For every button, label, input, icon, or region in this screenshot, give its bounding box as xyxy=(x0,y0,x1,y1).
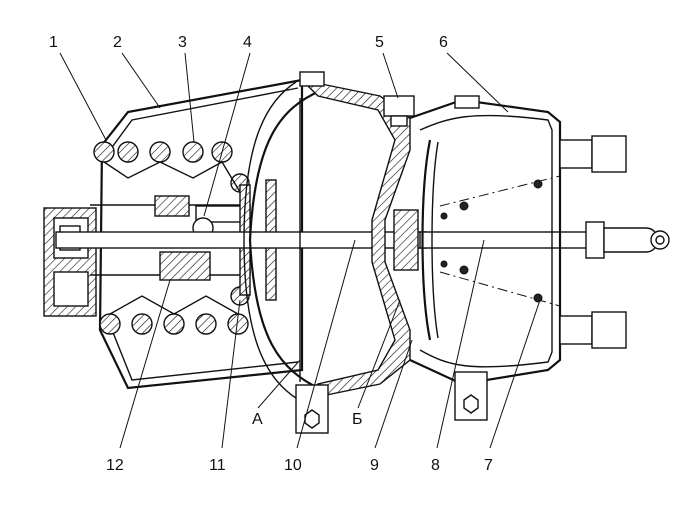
callout-labels: 1 2 3 4 5 6 12 11 10 9 8 7 А Б xyxy=(49,34,493,474)
callout-12: 12 xyxy=(106,457,124,474)
callout-11: 11 xyxy=(209,457,226,474)
power-spring-coils xyxy=(93,141,250,335)
clamp-lugs xyxy=(295,71,488,434)
return-spring xyxy=(439,175,561,307)
callout-4: 4 xyxy=(243,34,252,51)
callout-10: 10 xyxy=(284,457,302,474)
end-cap xyxy=(43,207,97,317)
chamber-label-b: Б xyxy=(352,411,363,428)
callout-8: 8 xyxy=(431,457,440,474)
callout-2: 2 xyxy=(113,34,122,51)
leader-lines xyxy=(59,52,541,449)
callout-5: 5 xyxy=(375,34,384,51)
center-housing xyxy=(299,78,419,402)
callout-1: 1 xyxy=(49,34,58,51)
callout-9: 9 xyxy=(370,457,379,474)
spring-housing xyxy=(98,78,304,390)
callout-3: 3 xyxy=(178,34,187,51)
callout-7: 7 xyxy=(484,457,493,474)
callout-6: 6 xyxy=(439,34,448,51)
spring-diaphragm xyxy=(243,72,324,408)
mounting-studs xyxy=(559,135,627,349)
main-rod xyxy=(55,221,670,259)
chamber-label-a: А xyxy=(252,411,263,428)
